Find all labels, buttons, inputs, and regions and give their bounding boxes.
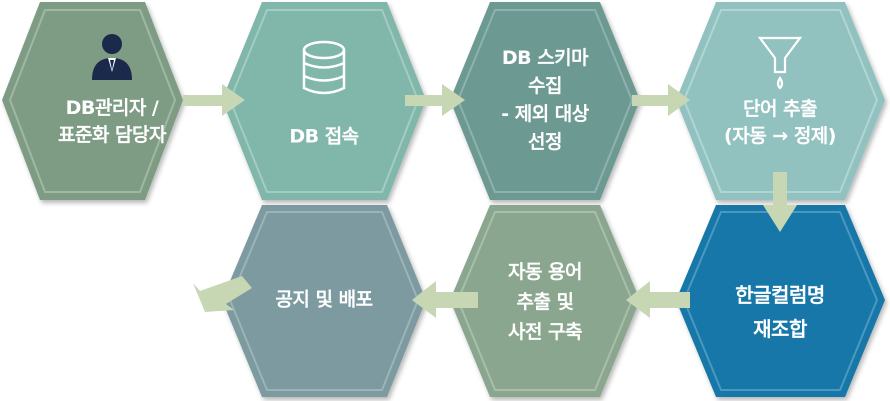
label-terms-line-1: 자동 용어 [507,261,583,283]
arrow-combine-to-terms [626,281,690,318]
label-publish: 공지 및 배포 [275,287,373,314]
label-publish-line-1: 공지 및 배포 [275,288,373,311]
arrow-admin-to-connect [183,84,245,116]
label-combine-line-2: 재조합 [753,317,807,341]
label-schema-line-1: DB 스키마 [501,47,589,69]
hex-admin [2,2,183,200]
arrows [183,84,797,318]
arrow-words-to-combine [763,172,797,232]
label-admin-line-1: DB관리자 / [65,97,159,119]
label-admin: DB관리자 / 표준화 담당자 [58,95,167,149]
arrow-terms-to-publish [412,281,478,318]
arrow-schema-to-words [632,84,690,116]
label-terms-line-3: 사전 구축 [507,321,583,343]
arrow-publish-out [193,276,252,312]
arrow-connect-to-schema [405,84,465,116]
label-terms: 자동 용어 추출 및 사전 구축 [507,257,583,347]
label-words: 단어 추출 (자동 → 정제) [724,96,836,150]
label-schema-line-4: 선정 [528,131,562,153]
label-words-line-2: (자동 → 정제) [724,125,836,147]
label-words-line-1: 단어 추출 [742,98,818,120]
label-combine-line-1: 한글컬럼명 [735,283,825,307]
label-connect: DB 접속 [289,124,359,151]
label-connect-line-1: DB 접속 [289,125,359,148]
label-schema: DB 스키마 수집 - 제외 대상 선정 [501,44,589,156]
label-schema-line-2: 수집 [528,75,562,97]
database-icon [302,40,346,95]
label-terms-line-2: 추출 및 [516,291,574,313]
funnel-icon [757,36,803,90]
person-icon [92,34,132,80]
label-schema-line-3: - 제외 대상 [501,103,589,125]
label-combine: 한글컬럼명 재조합 [735,278,825,346]
hex-connect [222,2,426,200]
label-admin-line-2: 표준화 담당자 [58,124,167,146]
